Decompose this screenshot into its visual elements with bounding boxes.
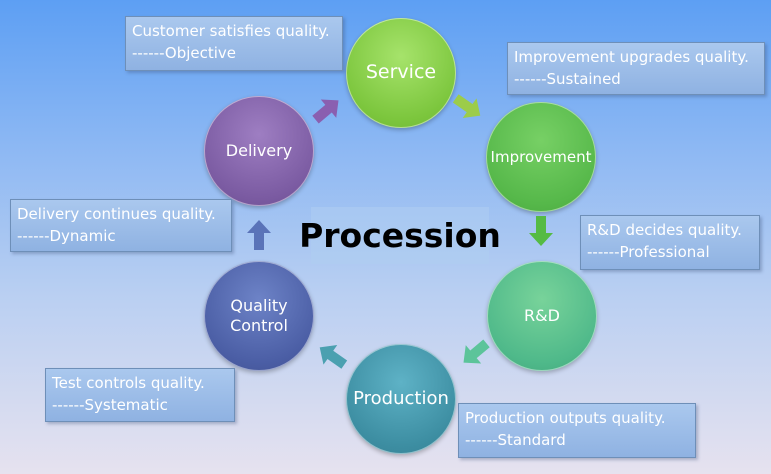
callout-quality-control-statement: Test controls quality. bbox=[52, 374, 205, 392]
arrow-service-to-improvement-icon bbox=[452, 94, 481, 118]
node-production-label: Production bbox=[353, 387, 449, 409]
callout-production: Production outputs quality. ------Standa… bbox=[458, 403, 696, 458]
callout-quality-control-attribute: ------Systematic bbox=[52, 396, 168, 414]
node-rnd: R&D bbox=[487, 261, 597, 371]
arrow-rnd-to-production-icon bbox=[463, 339, 490, 364]
node-delivery: Delivery bbox=[204, 96, 314, 206]
callout-service: Customer satisfies quality. ------Object… bbox=[125, 16, 343, 71]
callout-quality-control: Test controls quality. ------Systematic bbox=[45, 368, 235, 422]
callout-rnd-attribute: ------Professional bbox=[587, 243, 710, 261]
callout-delivery-attribute: ------Dynamic bbox=[17, 227, 116, 245]
node-improvement: Improvement bbox=[486, 102, 596, 212]
diagram-title-text: Procession bbox=[299, 216, 501, 255]
node-quality-control-label: Quality Control bbox=[230, 296, 288, 335]
callout-production-attribute: ------Standard bbox=[465, 431, 566, 449]
callout-rnd-statement: R&D decides quality. bbox=[587, 221, 742, 239]
callout-service-statement: Customer satisfies quality. bbox=[132, 22, 330, 40]
arrow-delivery-to-service-icon bbox=[312, 99, 339, 124]
callout-delivery: Delivery continues quality. ------Dynami… bbox=[10, 199, 232, 252]
node-rnd-label: R&D bbox=[524, 306, 560, 325]
callout-delivery-statement: Delivery continues quality. bbox=[17, 205, 216, 223]
node-service-label: Service bbox=[365, 61, 437, 84]
callout-improvement: Improvement upgrades quality. ------Sust… bbox=[507, 42, 765, 95]
arrow-production-to-quality-control-icon bbox=[319, 345, 348, 369]
node-delivery-label: Delivery bbox=[225, 141, 293, 160]
callout-improvement-attribute: ------Sustained bbox=[514, 70, 621, 88]
callout-improvement-statement: Improvement upgrades quality. bbox=[514, 48, 749, 66]
node-service: Service bbox=[346, 18, 456, 128]
node-improvement-label: Improvement bbox=[490, 147, 592, 166]
node-quality-control: Quality Control bbox=[204, 261, 314, 371]
arrow-improvement-to-rnd-icon bbox=[529, 216, 553, 246]
callout-service-attribute: ------Objective bbox=[132, 44, 237, 62]
callout-production-statement: Production outputs quality. bbox=[465, 409, 666, 427]
diagram-title: Procession bbox=[299, 207, 501, 264]
arrow-quality-control-to-delivery-icon bbox=[247, 220, 271, 250]
callout-rnd: R&D decides quality. ------Professional bbox=[580, 215, 760, 270]
node-production: Production bbox=[346, 344, 456, 454]
